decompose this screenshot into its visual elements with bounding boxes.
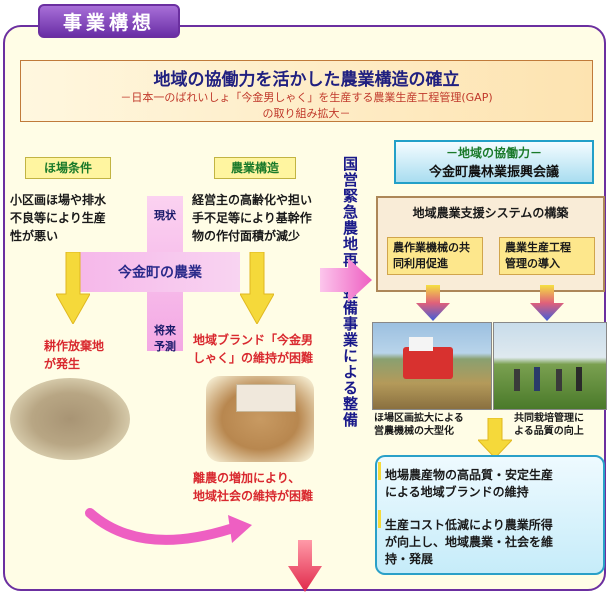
- agri-structure-text: 経営主の高齢化や担い 手不足等により基幹作 物の作付面積が減少: [192, 191, 332, 245]
- potato-box-photo: [206, 376, 314, 462]
- field-text-line-3: 性が悪い: [10, 229, 59, 243]
- town-agriculture-cross: 今金町の農業: [80, 252, 240, 292]
- promotion-council-box: －地域の協働力－ 今金町農林業振興会議: [394, 140, 594, 184]
- future-label-1: 将来: [154, 324, 176, 337]
- yellow-down-arrow-icon: [478, 418, 512, 458]
- outcome-item-2: 生産コスト低減により農業所得 が向上し、地域農業・社会を維 持・発展: [385, 517, 599, 568]
- abandoned-field-photo: [10, 378, 130, 460]
- abandoned-farmland-text: 耕作放棄地 が発生: [44, 337, 144, 373]
- harvester-caption: ほ場区画拡大による 営農機械の大型化: [374, 412, 494, 438]
- leaving-line-2: 地域社会の維持が困難: [193, 489, 314, 503]
- agri-structure-label: 農業構造: [214, 157, 296, 179]
- banner-subtitle-1: －日本一のばれいしょ「今金男しゃく」を生産する農業生産工程管理(GAP): [120, 91, 493, 104]
- town-agriculture-label: 今金町の農業: [118, 265, 202, 281]
- outcome-2-line-3: 持・発展: [385, 552, 434, 566]
- machinery-line-2: 同利用促進: [393, 257, 448, 270]
- outcome-2-line-1: 生産コスト低減により農業所得: [385, 518, 553, 532]
- abandoned-line-2: が発生: [44, 357, 81, 371]
- field-condition-text: 小区画ほ場や排水 不良等により生産 性が悪い: [10, 191, 130, 245]
- brand-line-1: 地域ブランド「今金男: [193, 333, 314, 347]
- cultivation-caption: 共同栽培管理に よる品質の向上: [514, 412, 610, 438]
- brand-difficulty-text: 地域ブランド「今金男 しゃく」の維持が困難: [193, 331, 333, 367]
- machinery-sharing-box: 農作業機械の共 同利用促進: [387, 237, 483, 275]
- rainbow-down-arrow-icon: [416, 285, 450, 321]
- bullet-mark: [378, 462, 381, 480]
- cultivation-caption-line-1: 共同栽培管理に: [514, 413, 584, 424]
- council-name: 今金町農林業振興会議: [428, 165, 559, 180]
- outcome-box: 地場農産物の高品質・安定生産 による地域ブランドの維持 生産コスト低減により農業…: [375, 455, 605, 575]
- machinery-line-1: 農作業機械の共: [393, 241, 470, 254]
- support-system-title: 地域農業支援システムの構築: [412, 206, 569, 220]
- harvester-caption-line-2: 営農機械の大型化: [374, 426, 454, 437]
- pink-curved-arrow-icon: [85, 508, 252, 545]
- yellow-down-arrow-icon: [56, 252, 90, 324]
- structure-text-line-1: 経営主の高齢化や担い: [192, 193, 313, 207]
- banner-subtitle-2: の取り組み拡大－: [262, 107, 351, 120]
- field-text-line-2: 不良等により生産: [10, 211, 106, 225]
- pink-right-arrow-icon: [320, 258, 372, 302]
- council-top-label: －地域の協働力－: [445, 146, 542, 160]
- bullet-mark: [378, 510, 381, 528]
- field-condition-label: ほ場条件: [25, 157, 111, 179]
- abandoned-line-1: 耕作放棄地: [44, 339, 105, 353]
- leaving-line-1: 離農の増加により、: [193, 471, 301, 485]
- joint-cultivation-photo: [493, 322, 607, 410]
- future-label-2: 予測: [154, 340, 176, 353]
- banner-title: 地域の協働力を活かした農業構造の確立: [153, 70, 460, 90]
- outcome-item-1: 地場農産物の高品質・安定生産 による地域ブランドの維持: [385, 467, 595, 501]
- brand-line-2: しゃく」の維持が困難: [193, 351, 314, 365]
- gap-line-2: 管理の導入: [505, 257, 560, 270]
- outcome-2-line-2: が向上し、地域農業・社会を維: [385, 535, 554, 549]
- gap-line-1: 農業生産工程: [505, 241, 571, 254]
- farmers-leaving-text: 離農の増加により、 地域社会の維持が困難: [193, 469, 343, 505]
- structure-text-line-2: 手不足等により基幹作: [192, 211, 312, 225]
- yellow-down-arrow-icon: [240, 252, 274, 324]
- rainbow-down-arrow-icon: [530, 285, 564, 321]
- field-text-line-1: 小区画ほ場や排水: [10, 193, 107, 207]
- current-label: 現状: [154, 209, 176, 222]
- cultivation-caption-line-2: よる品質の向上: [514, 426, 584, 437]
- outcome-1-line-1: 地場農産物の高品質・安定生産: [385, 468, 554, 482]
- gap-introduction-box: 農業生産工程 管理の導入: [499, 237, 595, 275]
- outcome-1-line-2: による地域ブランドの維持: [385, 485, 529, 499]
- structure-text-line-3: 物の作付面積が減少: [192, 229, 301, 243]
- red-down-arrow-icon: [288, 540, 322, 592]
- harvester-photo: [372, 322, 492, 410]
- harvester-caption-line-1: ほ場区画拡大による: [374, 413, 464, 424]
- title-tab: 事業構想: [38, 4, 180, 38]
- main-banner: 地域の協働力を活かした農業構造の確立 －日本一のばれいしょ「今金男しゃく」を生産…: [20, 60, 593, 122]
